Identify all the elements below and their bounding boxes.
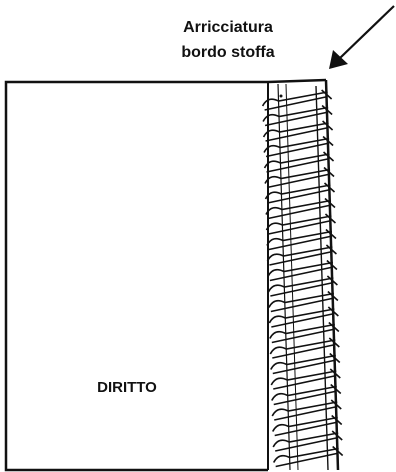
stitch-loop xyxy=(270,354,336,375)
stitch-loop xyxy=(272,432,339,452)
stitch-loop xyxy=(270,370,337,390)
annotation-line-2: bordo stoffa xyxy=(181,44,274,61)
stitch-loop xyxy=(268,292,335,313)
stitch-tick xyxy=(323,166,335,178)
stitch-loop xyxy=(263,137,330,158)
stitch-tick xyxy=(323,151,335,162)
stitch-loop xyxy=(272,447,339,468)
stitch-tick xyxy=(327,306,339,317)
stitch-loop xyxy=(266,230,333,251)
stitch-tick xyxy=(332,445,344,457)
stitch-loop xyxy=(264,168,331,189)
stitch-tick xyxy=(321,89,333,100)
stitch-tick xyxy=(327,290,339,302)
arrow-icon xyxy=(329,5,395,69)
panel-label: DIRITTO xyxy=(97,379,157,396)
stitch-loop xyxy=(267,261,334,282)
stitch-loop xyxy=(269,339,336,359)
stitch-tick xyxy=(325,244,337,255)
stitch-tick xyxy=(328,337,340,348)
stitch-tick xyxy=(321,104,333,116)
stitch-tick xyxy=(330,399,342,410)
annotation-line-1: Arricciatura xyxy=(183,19,273,36)
stitch-loop xyxy=(261,91,328,111)
stitch-tick xyxy=(331,414,343,426)
stitch-loop xyxy=(262,106,329,127)
stitch-tick xyxy=(329,368,341,379)
stitch-loop xyxy=(262,122,329,142)
stitch-tick xyxy=(324,197,336,209)
stitch-loop xyxy=(265,215,332,235)
overcast-stitch-icon xyxy=(261,79,344,471)
stitch-loop xyxy=(269,323,335,344)
stitch-loop xyxy=(271,385,337,406)
stitch-loop xyxy=(266,246,333,266)
stitch-tick xyxy=(324,213,336,224)
stitch-tick xyxy=(325,228,337,240)
stitch-tick xyxy=(323,182,336,193)
stitch-tick xyxy=(326,275,338,286)
stitch-tick xyxy=(329,352,341,364)
stitch-loop xyxy=(264,184,331,204)
stitch-loop xyxy=(268,308,335,328)
stitch-tick xyxy=(330,383,342,395)
stitch-loop xyxy=(271,416,338,437)
stitch-tick xyxy=(331,430,343,441)
stitch-loop xyxy=(263,153,330,173)
stitch-tick xyxy=(326,259,338,271)
stitch-loop xyxy=(271,401,338,421)
stitch-tick xyxy=(322,120,334,131)
edge-dot xyxy=(279,94,283,98)
stitch-loop xyxy=(267,277,334,297)
stitch-loop xyxy=(265,199,332,220)
stitch-tick xyxy=(322,135,334,147)
stitch-tick xyxy=(328,321,340,333)
